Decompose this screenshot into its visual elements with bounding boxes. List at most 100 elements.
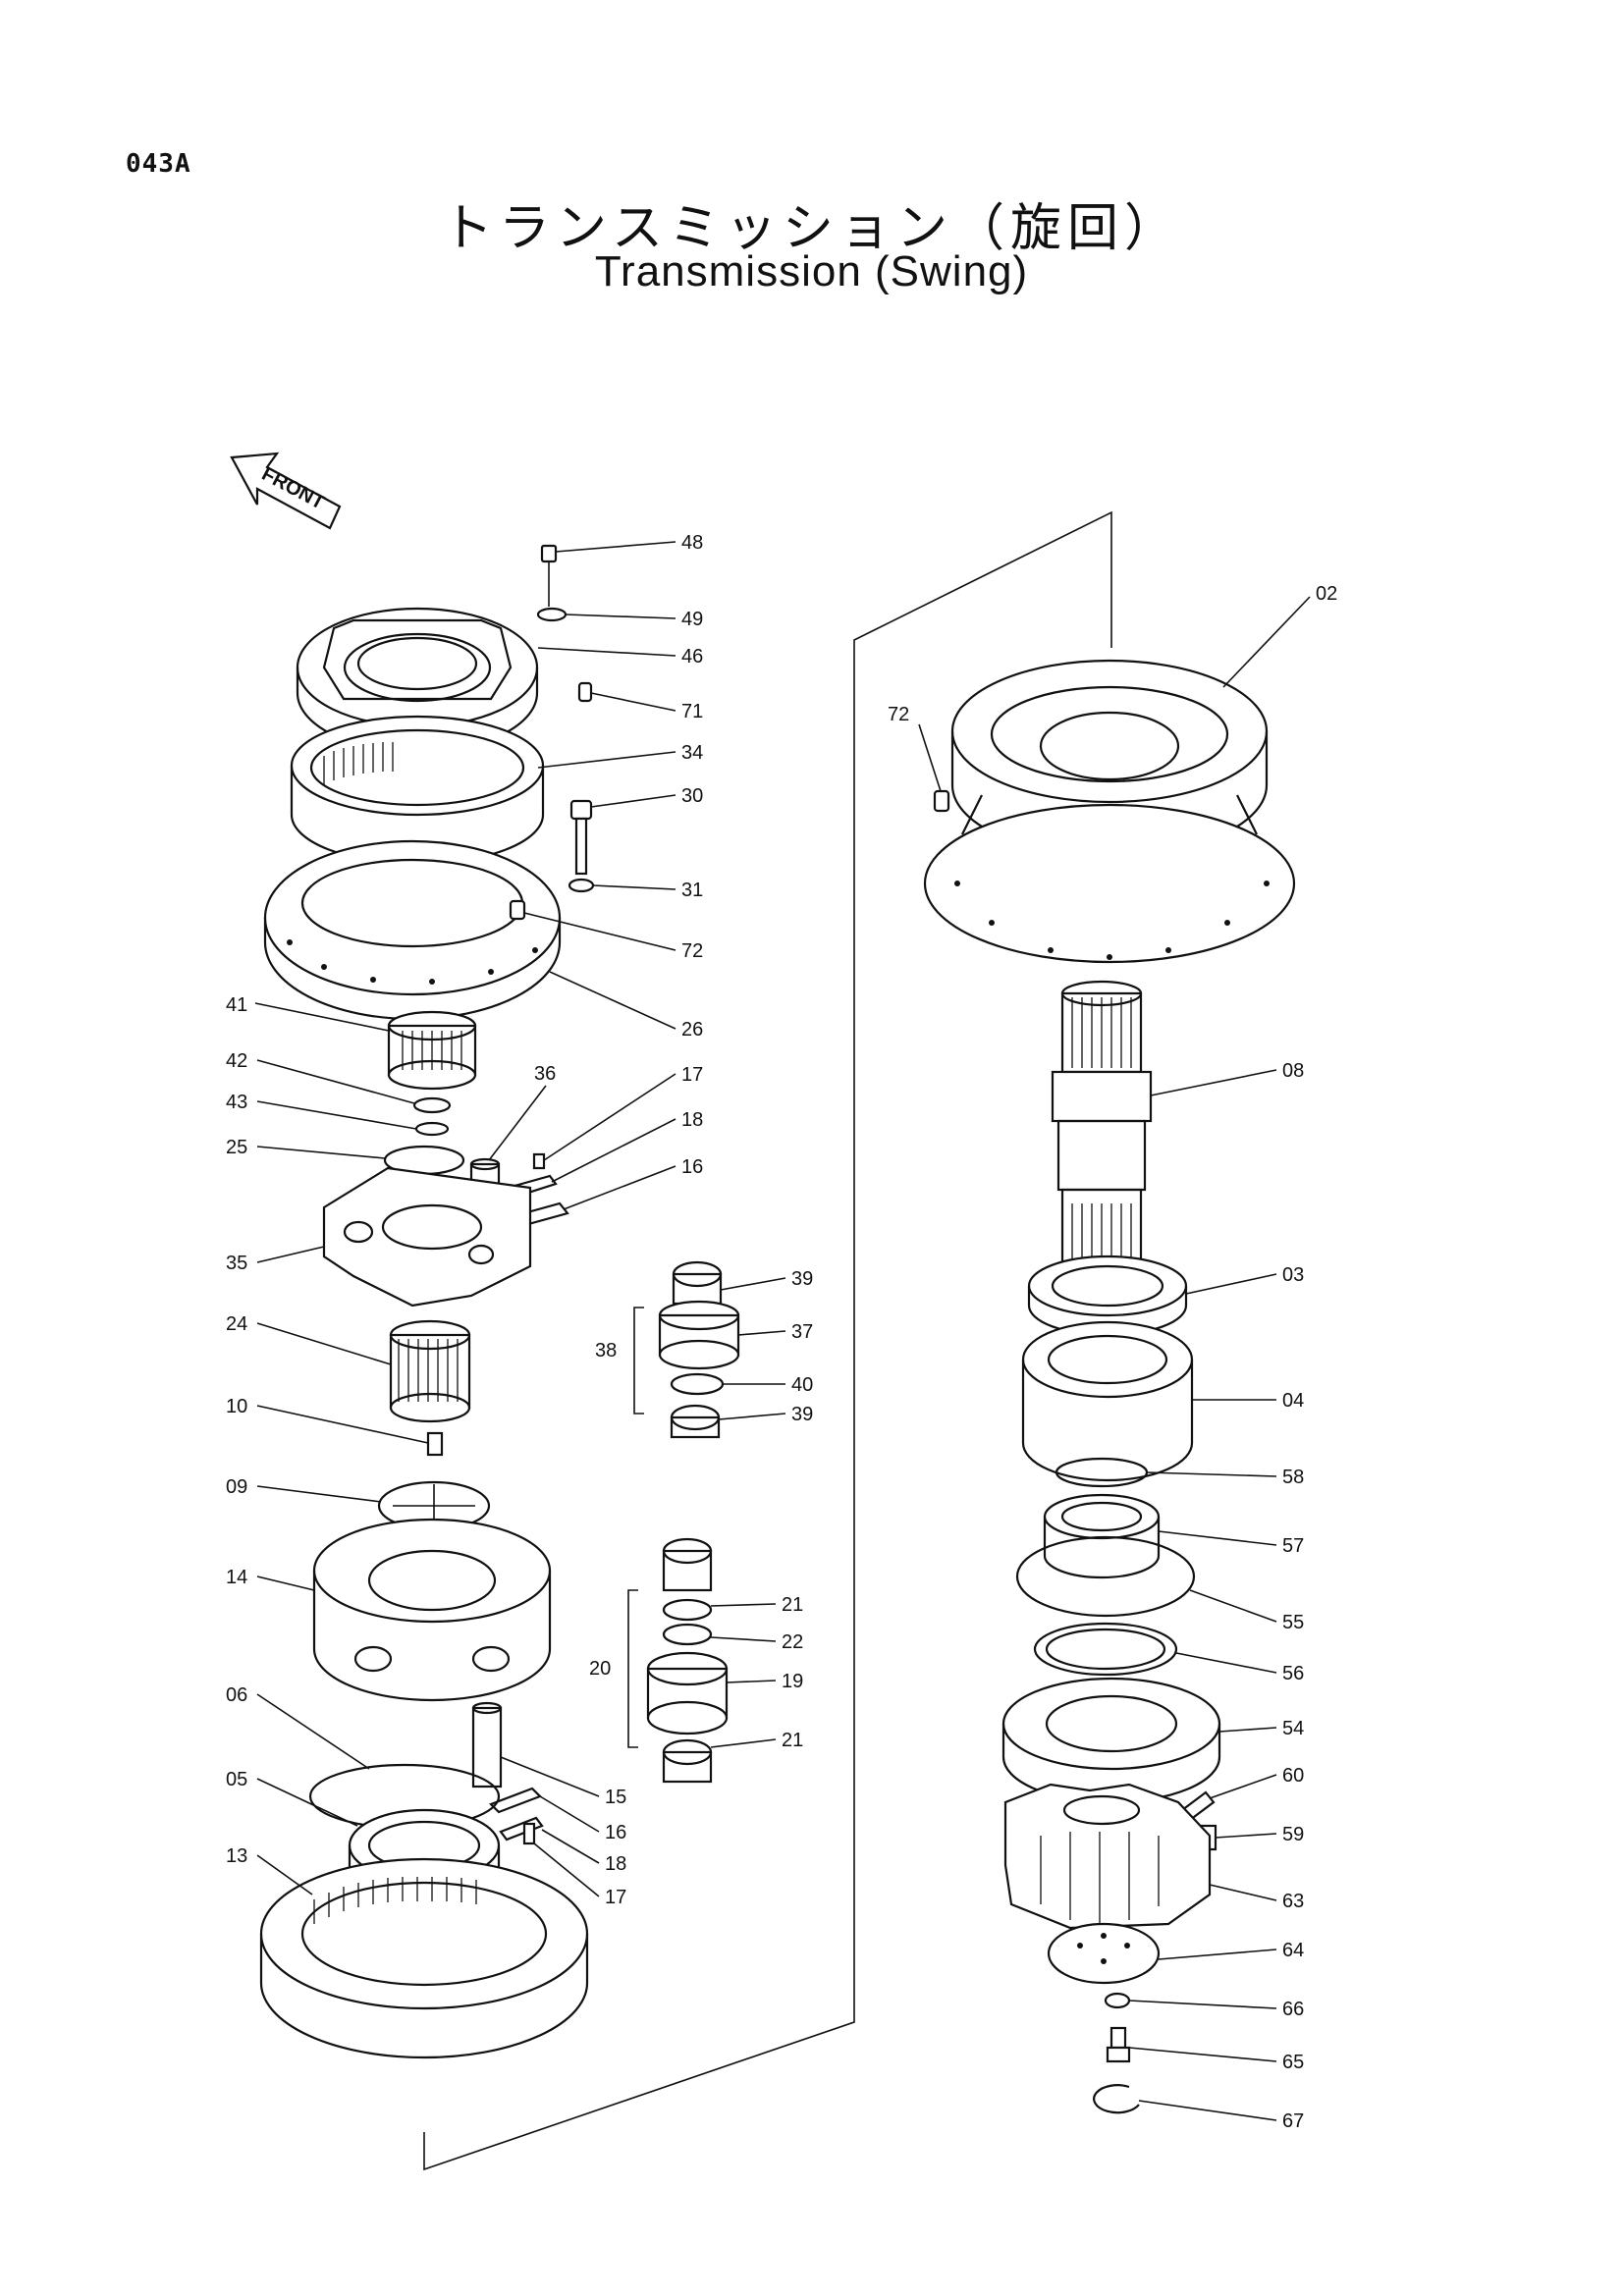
callout-38: 38 bbox=[595, 1340, 617, 1362]
part-71-plug bbox=[577, 681, 593, 703]
part-14-carrier bbox=[312, 1518, 552, 1702]
part-10-bolt bbox=[426, 1431, 444, 1457]
callout-49: 49 bbox=[681, 609, 703, 630]
callout-72: 72 bbox=[681, 940, 703, 962]
callout-16: 16 bbox=[681, 1156, 703, 1178]
callout-40: 40 bbox=[791, 1374, 813, 1396]
part-48-bolt bbox=[540, 544, 558, 607]
callout-59: 59 bbox=[1282, 1824, 1304, 1845]
callout-10: 10 bbox=[226, 1396, 247, 1417]
callout-39-upper: 39 bbox=[791, 1268, 813, 1290]
part-26-flange bbox=[263, 839, 562, 1021]
callout-60: 60 bbox=[1282, 1765, 1304, 1787]
callout-16-lower: 16 bbox=[605, 1822, 626, 1843]
part-31-washer bbox=[568, 878, 595, 893]
part-56-seal bbox=[1033, 1622, 1178, 1677]
callout-09: 09 bbox=[226, 1476, 247, 1498]
callout-63: 63 bbox=[1282, 1891, 1304, 1912]
page-code: 043A bbox=[126, 149, 191, 179]
part-17-bolt-lower bbox=[522, 1822, 536, 1845]
callout-25: 25 bbox=[226, 1137, 247, 1158]
assembly-frame-line bbox=[423, 510, 1112, 2171]
part-72-plug bbox=[509, 899, 526, 921]
part-17-bolt bbox=[532, 1152, 546, 1170]
callout-02: 02 bbox=[1316, 583, 1337, 605]
callout-36: 36 bbox=[534, 1063, 556, 1085]
callout-06: 06 bbox=[226, 1684, 247, 1706]
callout-31: 31 bbox=[681, 880, 703, 901]
part-18-lock-plate-lower bbox=[499, 1816, 544, 1842]
callout-41: 41 bbox=[226, 994, 247, 1016]
callout-46: 46 bbox=[681, 646, 703, 667]
callout-21-lower: 21 bbox=[782, 1730, 803, 1751]
part-64-plate bbox=[1047, 1922, 1161, 1985]
part-02-housing bbox=[923, 659, 1296, 964]
callout-58: 58 bbox=[1282, 1467, 1304, 1488]
callout-64: 64 bbox=[1282, 1940, 1304, 1961]
callout-24: 24 bbox=[226, 1313, 247, 1335]
title-english: Transmission (Swing) bbox=[594, 247, 1029, 295]
callout-54: 54 bbox=[1282, 1718, 1304, 1739]
callout-04: 04 bbox=[1282, 1390, 1304, 1412]
callout-56: 56 bbox=[1282, 1663, 1304, 1684]
callout-67: 67 bbox=[1282, 2110, 1304, 2132]
callout-42: 42 bbox=[226, 1050, 247, 1072]
part-63-pinion bbox=[1003, 1783, 1212, 1930]
part-57-collar bbox=[1043, 1493, 1161, 1579]
callout-21-upper: 21 bbox=[782, 1594, 803, 1616]
callout-35: 35 bbox=[226, 1253, 247, 1274]
callout-08: 08 bbox=[1282, 1060, 1304, 1082]
callout-22: 22 bbox=[782, 1631, 803, 1653]
part-67-ring bbox=[1093, 2084, 1140, 2114]
callout-19: 19 bbox=[782, 1671, 803, 1692]
callout-43: 43 bbox=[226, 1092, 247, 1113]
callout-57: 57 bbox=[1282, 1535, 1304, 1557]
part-35-carrier bbox=[322, 1166, 532, 1308]
part-66-washer bbox=[1104, 1992, 1131, 2009]
part-30-bolt bbox=[569, 799, 593, 876]
part-42-thrust-washer bbox=[412, 1096, 452, 1114]
part-49-washer bbox=[536, 607, 568, 622]
part-24-planet-gear bbox=[389, 1319, 471, 1423]
callout-17-lower: 17 bbox=[605, 1887, 626, 1908]
front-arrow-icon: FRONT bbox=[230, 452, 342, 530]
callout-48: 48 bbox=[681, 532, 703, 554]
callout-13: 13 bbox=[226, 1845, 247, 1867]
callout-18: 18 bbox=[681, 1109, 703, 1131]
part-15-pin bbox=[471, 1701, 503, 1789]
part-04-bearing bbox=[1021, 1320, 1194, 1482]
callout-34: 34 bbox=[681, 742, 703, 764]
callout-66: 66 bbox=[1282, 1999, 1304, 2020]
title-japanese: トランスミッション（旋回） bbox=[442, 199, 1181, 258]
callouts: 48 49 46 71 34 30 31 72 26 41 42 43 25 3… bbox=[226, 532, 1337, 2132]
part-41-sun-gear bbox=[387, 1010, 477, 1091]
callout-37: 37 bbox=[791, 1321, 813, 1343]
callout-26: 26 bbox=[681, 1019, 703, 1041]
bracket-20 bbox=[627, 1589, 638, 1748]
part-54-cover bbox=[1001, 1677, 1221, 1804]
callout-39-lower: 39 bbox=[791, 1404, 813, 1425]
bracket-38 bbox=[633, 1307, 644, 1415]
callout-71: 71 bbox=[681, 701, 703, 722]
part-34-ring-gear bbox=[290, 715, 545, 866]
callout-05: 05 bbox=[226, 1769, 247, 1790]
part-65-bolt bbox=[1106, 2026, 1131, 2063]
part-58-shim bbox=[1055, 1457, 1149, 1488]
callout-17: 17 bbox=[681, 1064, 703, 1086]
callout-03: 03 bbox=[1282, 1264, 1304, 1286]
part-08-shaft bbox=[1051, 980, 1153, 1276]
callout-72-right: 72 bbox=[888, 704, 909, 725]
callout-20: 20 bbox=[589, 1658, 611, 1680]
callout-30: 30 bbox=[681, 785, 703, 807]
callout-65: 65 bbox=[1282, 2052, 1304, 2073]
part-13-ring-gear bbox=[259, 1857, 589, 2059]
callout-15: 15 bbox=[605, 1787, 626, 1808]
callout-18-lower: 18 bbox=[605, 1853, 626, 1875]
part-43-snap-ring bbox=[414, 1121, 450, 1137]
part-72-plug-right bbox=[933, 789, 950, 813]
callout-14: 14 bbox=[226, 1567, 247, 1588]
part-19-planet-gear-stack bbox=[646, 1537, 729, 1784]
part-55-plate bbox=[1015, 1535, 1196, 1618]
callout-55: 55 bbox=[1282, 1612, 1304, 1633]
